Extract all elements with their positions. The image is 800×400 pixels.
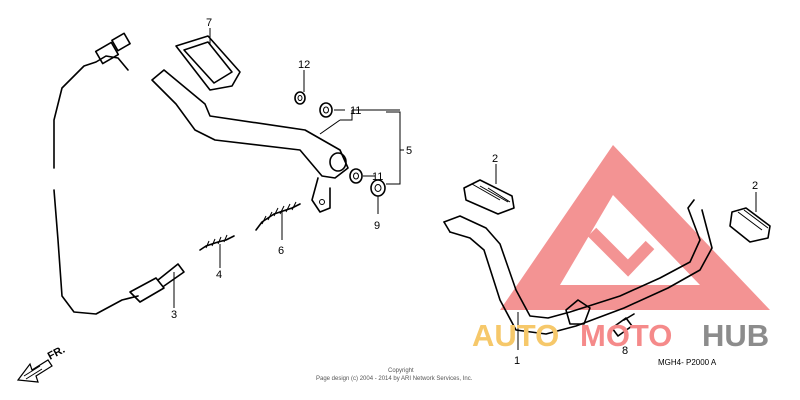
watermark-auto: AUTO [472, 318, 559, 353]
watermark-text: AUTO MOTO HUB [472, 318, 769, 353]
watermark-triangle-logo [500, 145, 770, 310]
part-8-bolt [611, 313, 635, 337]
copyright-line-1: Copyright [388, 368, 414, 374]
part-1-step-bar [443, 199, 713, 335]
part-2-footpeg-rubber-right [729, 207, 771, 243]
callout-2-left: 2 [492, 153, 498, 165]
watermark-hub: HUB [702, 318, 769, 353]
callout-1: 1 [514, 355, 520, 367]
callout-11-lower: 11 [372, 171, 383, 183]
callout-4: 4 [216, 269, 222, 281]
callout-7: 7 [206, 17, 212, 29]
part-2-footpeg-rubber-left [463, 179, 515, 215]
part-6-return-spring [255, 201, 301, 231]
callout-6: 6 [278, 245, 284, 257]
direction-arrow: FR. [16, 344, 67, 383]
part-5-brake-pedal [151, 69, 349, 213]
callout-12: 12 [298, 59, 310, 71]
part-4-switch-spring [199, 234, 235, 251]
callout-labels: 7 12 11 5 11 9 6 4 3 2 2 1 8 [171, 17, 758, 367]
leader-lines [173, 28, 757, 350]
callout-5: 5 [406, 145, 412, 157]
part-11-bushing-lower [349, 168, 363, 184]
watermark-moto: MOTO [580, 318, 672, 353]
copyright-line-2: Page design (c) 2004 - 2014 by ARI Netwo… [316, 376, 473, 382]
part-11-bushing-upper [319, 102, 333, 118]
diagram-code: MGH4- P2000 A [658, 358, 717, 367]
callout-2-right: 2 [752, 180, 758, 192]
part-12-nut [294, 91, 306, 105]
direction-label: FR. [46, 344, 67, 363]
callout-3: 3 [171, 309, 177, 321]
callout-9: 9 [374, 220, 380, 232]
callout-11-upper: 11 [350, 105, 361, 117]
part-3-stop-switch [53, 32, 185, 315]
part-7-pedal-pad [175, 35, 241, 91]
callout-8: 8 [622, 345, 628, 357]
